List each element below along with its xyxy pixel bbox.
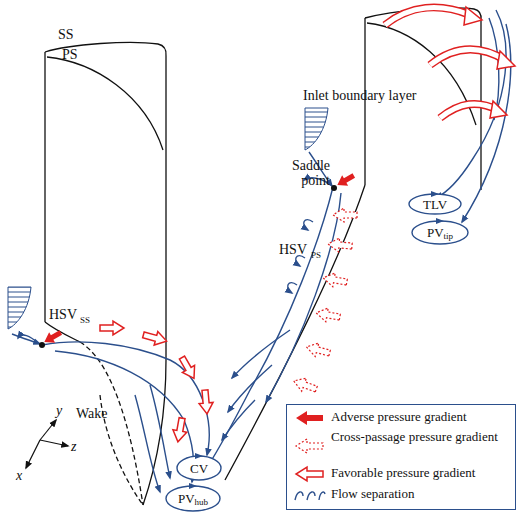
callout-label: Wake <box>76 406 108 421</box>
legend-sample <box>293 409 327 427</box>
vortex-loop: PVhub <box>165 485 221 512</box>
cross-sample <box>296 439 323 453</box>
vortex-loop: CV <box>176 455 222 481</box>
art-path <box>288 283 297 293</box>
art-path <box>304 220 313 230</box>
saddle-dot <box>39 342 45 348</box>
art-use <box>334 170 356 190</box>
saddle-dot <box>331 185 337 191</box>
vortex-name: PV <box>427 226 444 239</box>
surface-label: PS <box>62 47 78 62</box>
vortex-label: TLV <box>408 193 462 215</box>
vortex-name: TLV <box>423 198 447 211</box>
vortex-subscript: hub <box>195 498 209 507</box>
art-path <box>44 52 45 322</box>
vortex-arrowhead <box>431 191 439 197</box>
vortex-arrowhead <box>195 453 203 459</box>
vortex-loop: PVtip <box>411 220 469 245</box>
vortex-label: PVtip <box>411 220 469 245</box>
inlet-profile <box>305 108 328 150</box>
vortex-arrowhead <box>189 483 197 489</box>
art-path <box>430 49 505 65</box>
art-use <box>171 417 189 443</box>
vortex-arrowhead <box>436 218 444 224</box>
vortex-label: CV <box>176 455 222 481</box>
art-path <box>12 334 40 344</box>
art-path <box>222 400 255 440</box>
art-use <box>176 354 200 382</box>
art-use <box>305 340 332 360</box>
adverse-sample <box>296 411 323 425</box>
legend-text: Flow separation <box>331 487 509 502</box>
art-path <box>150 385 170 478</box>
vortex-subscript: tip <box>444 232 454 241</box>
legend-sample <box>293 465 327 483</box>
vortex-ellipse <box>166 486 220 511</box>
art-use <box>198 389 214 414</box>
surface-label: SS <box>58 27 74 42</box>
vortex-label: HSV <box>279 242 307 257</box>
tip-arrowheads <box>464 7 515 118</box>
art-use <box>315 306 341 324</box>
vortex-name: PV <box>178 492 195 505</box>
art-path <box>47 57 163 150</box>
legend-text: Adverse pressure gradient <box>331 410 509 425</box>
art-path <box>385 8 470 25</box>
art-path <box>266 193 341 402</box>
separation-sample <box>295 492 325 500</box>
vortex-label: PVhub <box>165 485 221 512</box>
art-use <box>291 374 318 395</box>
legend-text: Favorable pressure gradient <box>331 466 509 481</box>
adverse-arrows <box>41 170 356 347</box>
favorable-arrows <box>100 321 214 443</box>
flow-lines <box>12 10 511 492</box>
art-path <box>55 351 193 482</box>
art-path <box>440 104 498 118</box>
art-polygon <box>490 101 507 118</box>
art-polygon <box>497 51 515 69</box>
art-path <box>40 440 68 446</box>
inlet-profile <box>8 287 31 329</box>
favorable-sample <box>296 467 323 481</box>
art-path <box>18 335 38 343</box>
art-path <box>26 440 40 468</box>
axes <box>26 420 68 468</box>
art-path <box>135 395 160 492</box>
art-use <box>333 208 357 222</box>
art-path <box>80 342 143 505</box>
art-use <box>100 321 124 335</box>
blade-front <box>45 42 166 505</box>
art-polygon <box>464 7 482 25</box>
legend-sample <box>293 437 327 455</box>
callout-label: Saddle point <box>282 158 330 189</box>
legend-sample <box>293 486 327 504</box>
art-use <box>41 327 63 347</box>
vortex-ellipse <box>409 194 461 214</box>
art-path <box>296 256 305 266</box>
cross-passage-arrows <box>291 208 357 396</box>
art-path <box>232 330 290 378</box>
art-path <box>42 342 209 455</box>
art-path <box>440 104 498 118</box>
axis-label: y <box>56 403 62 418</box>
vortex-name: CV <box>190 462 208 475</box>
vortex-ellipse <box>412 221 468 244</box>
vortex-label: HSV <box>49 307 77 322</box>
art-path <box>385 8 470 25</box>
art-path <box>430 49 505 65</box>
vortex-ellipse <box>177 456 221 480</box>
art-use <box>322 271 348 289</box>
legend-box: Adverse pressure gradientCross-passage p… <box>286 404 516 510</box>
art-use <box>142 328 169 348</box>
vortex-subscript: PS <box>311 251 321 261</box>
vortex-loop: TLV <box>408 193 462 215</box>
axis-label: x <box>16 468 22 483</box>
vortex-subscript: SS <box>80 316 90 326</box>
callout-label: Inlet boundary layer <box>303 88 417 103</box>
art-path <box>40 420 56 440</box>
art-use <box>327 237 352 253</box>
axis-label: z <box>71 439 76 454</box>
legend-text: Cross-passage pressure gradient <box>331 430 509 445</box>
